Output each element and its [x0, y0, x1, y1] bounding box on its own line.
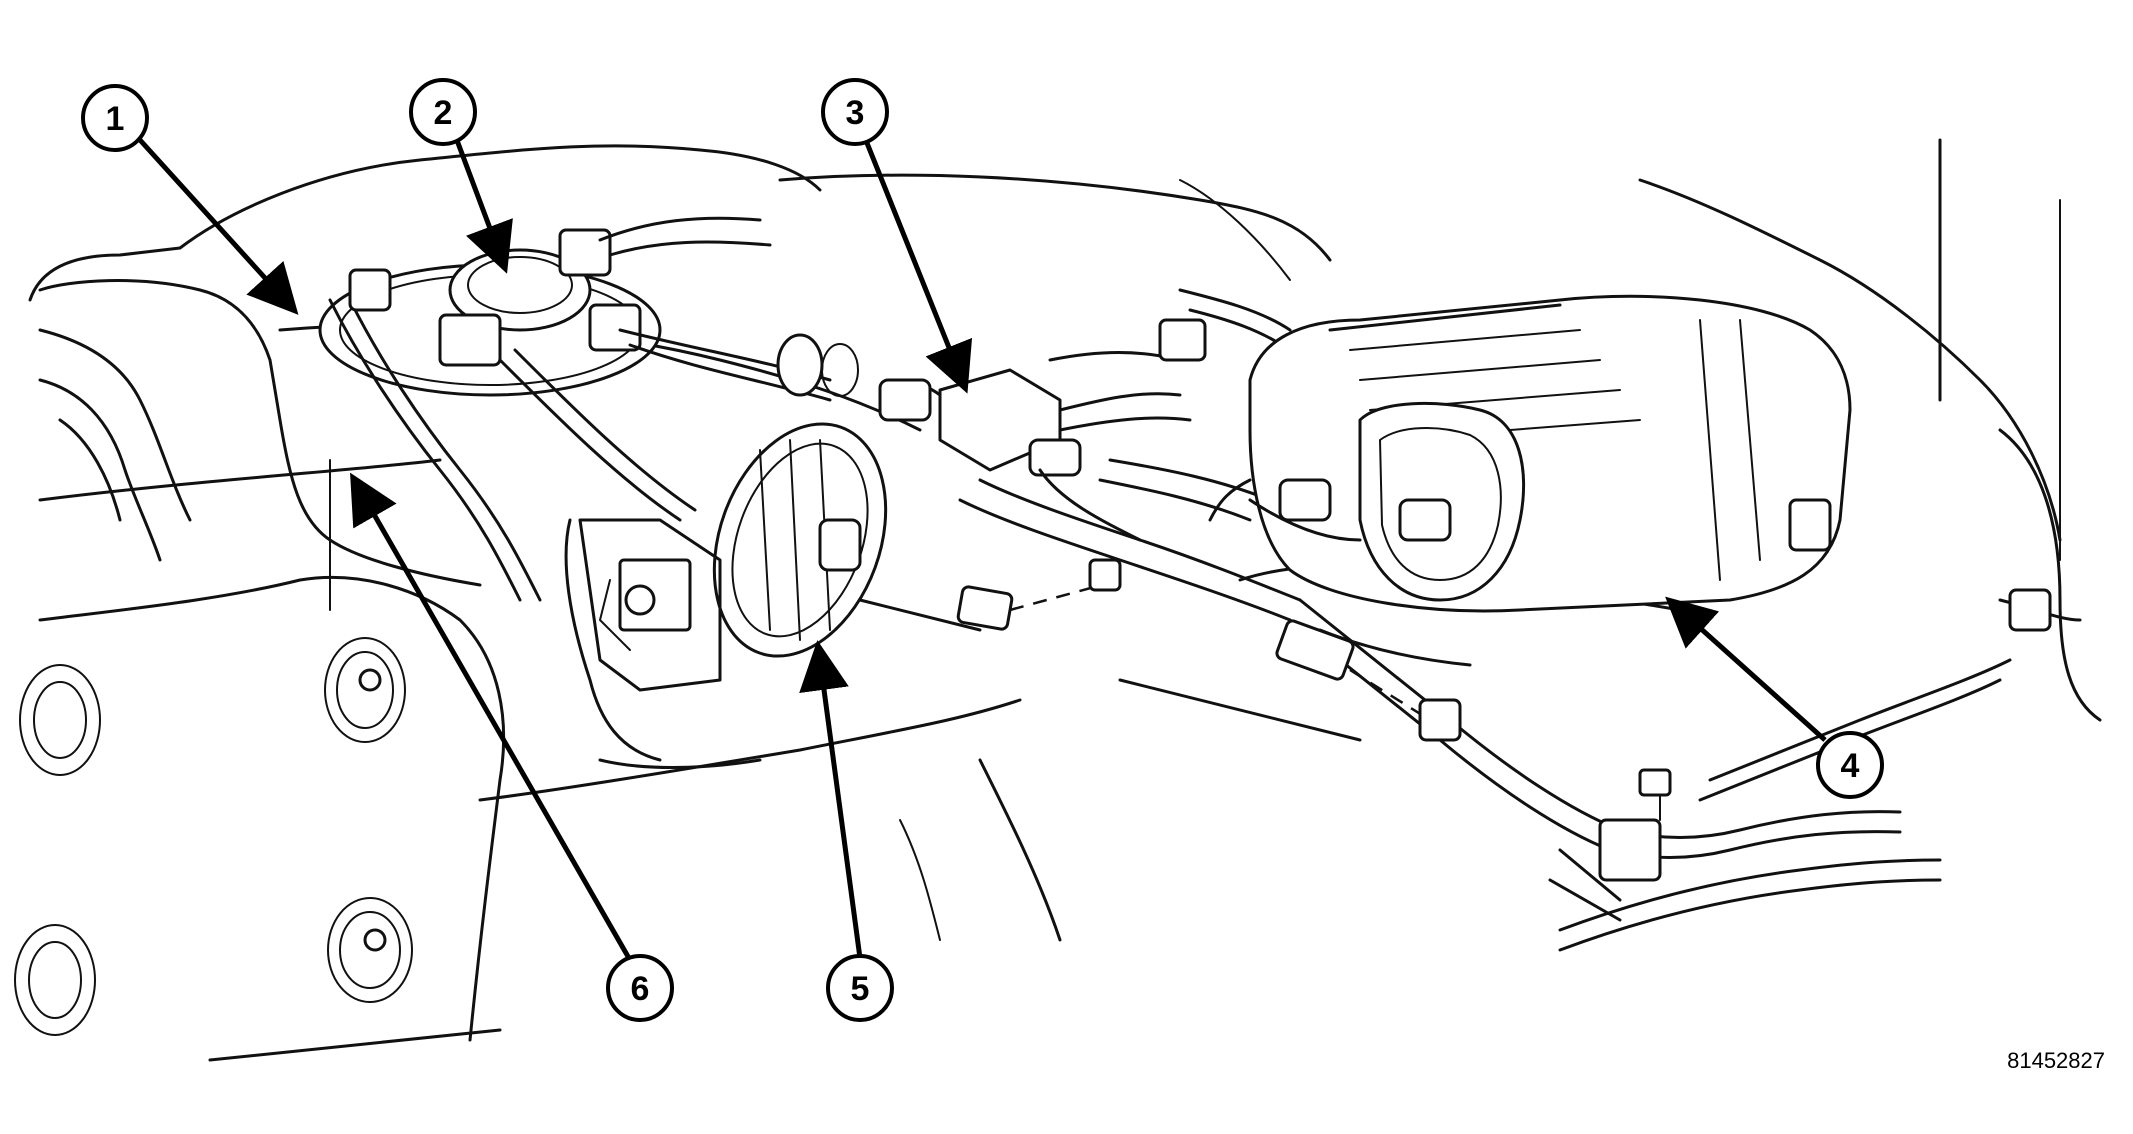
fuel-pump-module	[318, 216, 832, 602]
callout-label: 5	[851, 970, 870, 1008]
callout-5: 5	[799, 640, 894, 1022]
callout-label: 4	[1841, 747, 1860, 785]
callout-6: 6	[350, 472, 674, 1022]
callout-label: 1	[106, 100, 125, 138]
electrical-connectors	[956, 558, 1672, 922]
leak-detection-pump	[564, 422, 982, 769]
callout-4: 4	[1665, 596, 1884, 799]
callout-1: 1	[81, 84, 299, 315]
callout-2: 2	[409, 78, 513, 274]
callout-3: 3	[821, 78, 973, 394]
callout-label: 6	[631, 970, 650, 1008]
figure-id: 81452827	[2007, 1048, 2105, 1073]
callout-label: 3	[846, 94, 865, 132]
evap-canister	[1208, 294, 1852, 613]
evap-filter-tee	[776, 333, 1192, 542]
callout-label: 2	[434, 94, 453, 132]
